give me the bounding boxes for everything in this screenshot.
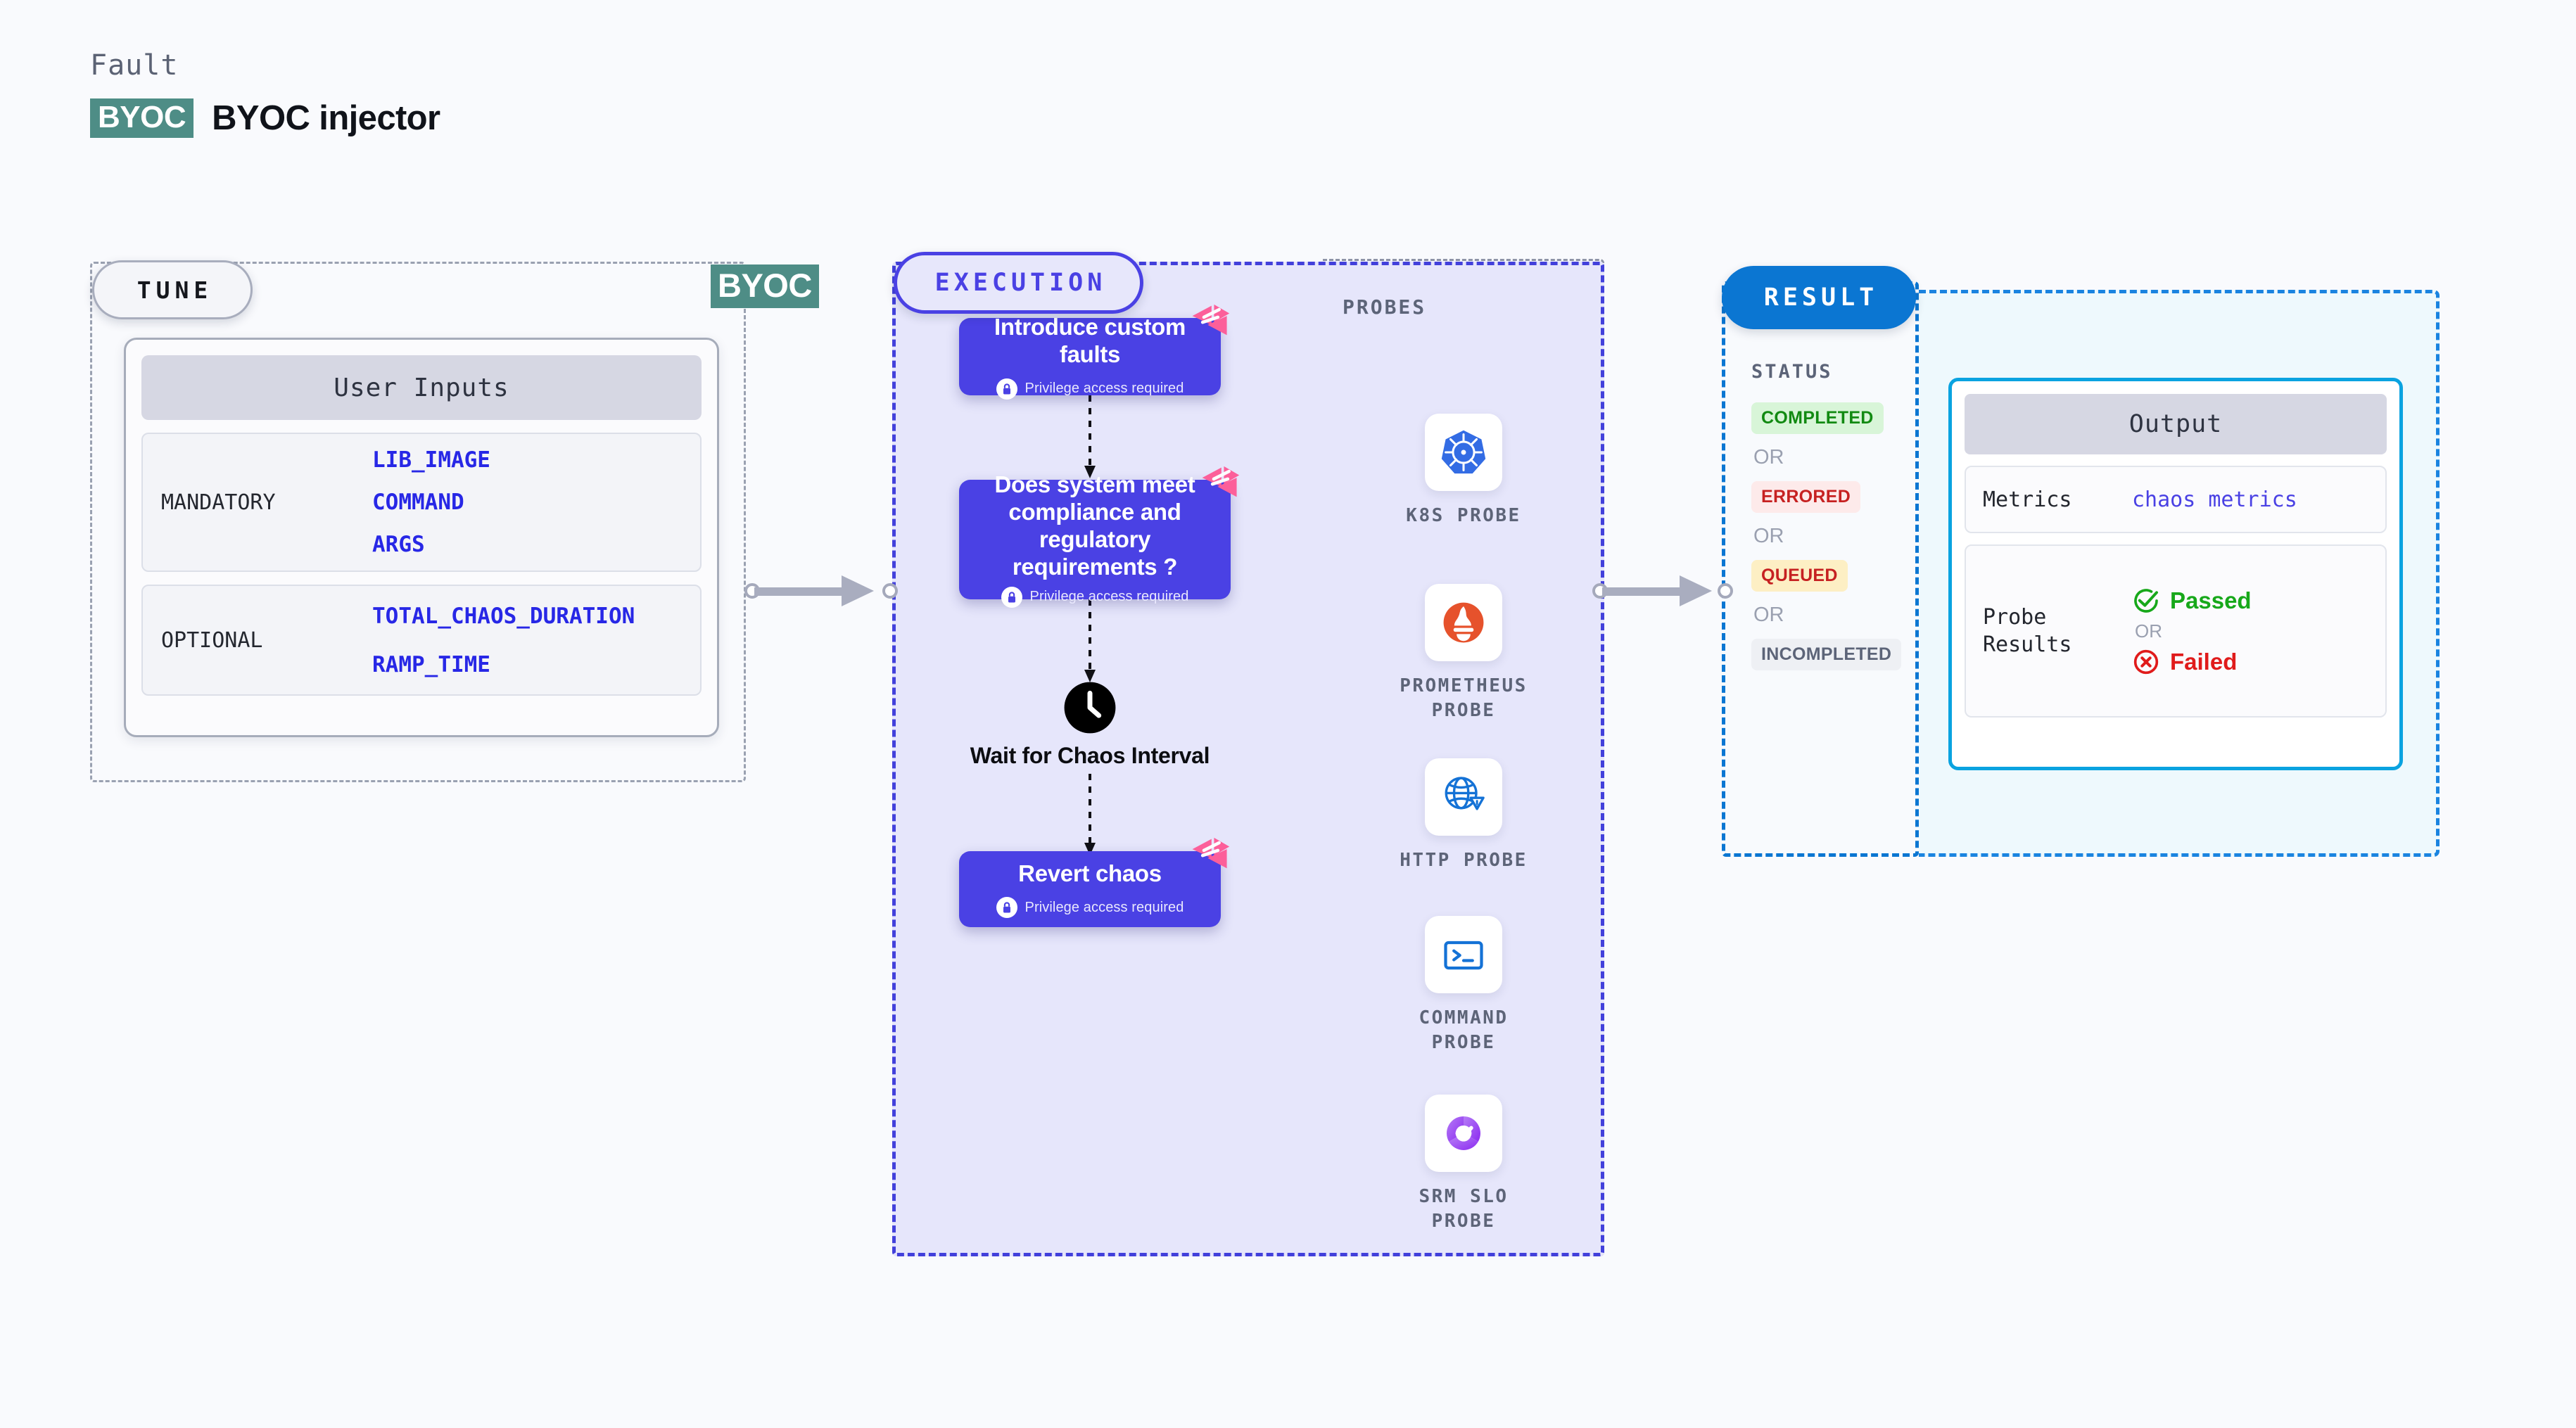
harness-ribbon-icon [1192,837,1230,869]
prometheus-icon [1425,584,1502,661]
execution-node-revert-chaos[interactable]: Revert chaos Privilege access required [959,837,1230,927]
harness-ribbon-icon [1202,466,1240,497]
connector-arrowhead [1680,575,1712,606]
mandatory-label: MANDATORY [161,490,276,515]
connector-end-dot [882,583,898,599]
metrics-key: Metrics [1983,487,2072,512]
mandatory-inputs-group: MANDATORY LIB_IMAGE COMMAND ARGS [141,433,702,572]
status-badge-completed: COMPLETED [1751,402,1884,434]
status-badge-errored: ERRORED [1751,481,1861,513]
node-title: Introduce custom faults [994,314,1186,367]
probe-result-passed: Passed [2132,587,2252,615]
tune-pill-label: TUNE [92,260,253,319]
srm-slo-icon [1425,1095,1502,1172]
title-row: BYOC BYOC injector [90,98,440,138]
probe-item-prometheus[interactable]: PROMETHEUS PROBE [1386,584,1541,723]
execution-node-wait-for-chaos-interval[interactable]: Wait for Chaos Interval [959,681,1221,769]
input-command[interactable]: COMMAND [372,490,464,515]
lock-icon [996,378,1017,400]
lock-icon [1001,586,1022,608]
execution-pill-label: EXECUTION [894,252,1143,314]
flow-arrow-3 [1084,774,1096,855]
failed-label: Failed [2170,648,2238,675]
page-title: BYOC injector [212,99,440,137]
optional-inputs-group: OPTIONAL TOTAL_CHAOS_DURATION RAMP_TIME [141,585,702,696]
input-ramp-time[interactable]: RAMP_TIME [372,651,490,677]
status-or-3: OR [1753,604,1784,626]
status-list: COMPLETED OR ERRORED OR QUEUED OR INCOMP… [1751,402,1902,670]
status-section-label: STATUS [1751,361,1833,383]
check-circle-icon [2134,588,2158,613]
input-total-chaos-duration[interactable]: TOTAL_CHAOS_DURATION [372,603,635,629]
terminal-icon [1425,916,1502,993]
status-badge-queued: QUEUED [1751,560,1848,592]
user-inputs-card: User Inputs MANDATORY LIB_IMAGE COMMAND … [124,338,719,737]
connector-line [1602,587,1685,596]
status-badge-incompleted: INCOMPLETED [1751,639,1902,670]
probe-label: COMMAND PROBE [1419,1007,1509,1054]
probe-item-srm-slo[interactable]: SRM SLO PROBE [1386,1095,1541,1234]
optional-label: OPTIONAL [161,627,263,653]
fault-eyebrow: Fault [90,49,179,82]
probe-result-or: OR [2135,620,2162,642]
privilege-note: Privilege access required [996,378,1184,400]
privilege-note: Privilege access required [996,897,1184,919]
user-inputs-header: User Inputs [141,355,702,420]
connector-arrowhead [842,575,874,606]
node-title: Wait for Chaos Interval [970,743,1210,768]
harness-ribbon-icon [1192,304,1230,336]
node-title: Revert chaos [1018,860,1162,886]
output-probe-results-row: Probe Results Passed OR Failed [1965,544,2387,718]
input-args[interactable]: ARGS [372,532,425,557]
flow-arrow-1 [1084,395,1096,478]
kubernetes-icon [1425,414,1502,491]
probe-item-k8s[interactable]: K8S PROBE [1386,414,1541,528]
execution-node-compliance-check[interactable]: Does system meet compliance and regulato… [959,466,1240,608]
privilege-note-text: Privilege access required [1029,589,1189,605]
flow-arrow-2 [1084,599,1096,682]
execution-node-introduce-custom-faults[interactable]: Introduce custom faults Privilege access… [959,304,1230,400]
connector-line [754,587,846,596]
privilege-note: Privilege access required [1001,586,1189,608]
connector-execution-to-result [1592,575,1733,606]
probe-label: PROMETHEUS PROBE [1400,675,1528,722]
probes-section-label: PROBES [1343,295,1427,319]
status-or-2: OR [1753,525,1784,547]
output-header: Output [1965,394,2387,454]
http-globe-icon [1425,758,1502,836]
result-pill-label: RESULT [1722,266,1916,329]
clock-icon [1064,682,1116,734]
page-header: Fault BYOC BYOC injector [90,49,440,138]
output-card: Output Metrics chaos metrics Probe Resul… [1948,378,2403,770]
byoc-badge: BYOC [90,98,194,138]
node-title: Does system meet compliance and regulato… [994,471,1195,580]
probe-label: HTTP PROBE [1400,850,1528,871]
metrics-value[interactable]: chaos metrics [2132,487,2297,512]
probe-item-command[interactable]: COMMAND PROBE [1386,916,1541,1055]
privilege-note-text: Privilege access required [1024,381,1184,397]
probe-label: SRM SLO PROBE [1419,1186,1509,1232]
privilege-note-text: Privilege access required [1024,899,1184,915]
probe-result-failed: Failed [2132,648,2252,676]
output-metrics-row: Metrics chaos metrics [1965,466,2387,533]
tune-panel [90,262,746,782]
passed-label: Passed [2170,587,2252,613]
probe-label: K8S PROBE [1406,505,1521,526]
connector-end-dot [1718,583,1733,599]
lock-icon [996,897,1017,919]
probe-results-key: Probe Results [1983,605,2072,657]
x-circle-icon [2133,649,2159,674]
connector-tune-to-execution [744,575,898,606]
byoc-edge-badge: BYOC [711,264,819,308]
input-lib-image[interactable]: LIB_IMAGE [372,447,490,473]
probe-item-http[interactable]: HTTP PROBE [1386,758,1541,873]
status-or-1: OR [1753,446,1784,468]
